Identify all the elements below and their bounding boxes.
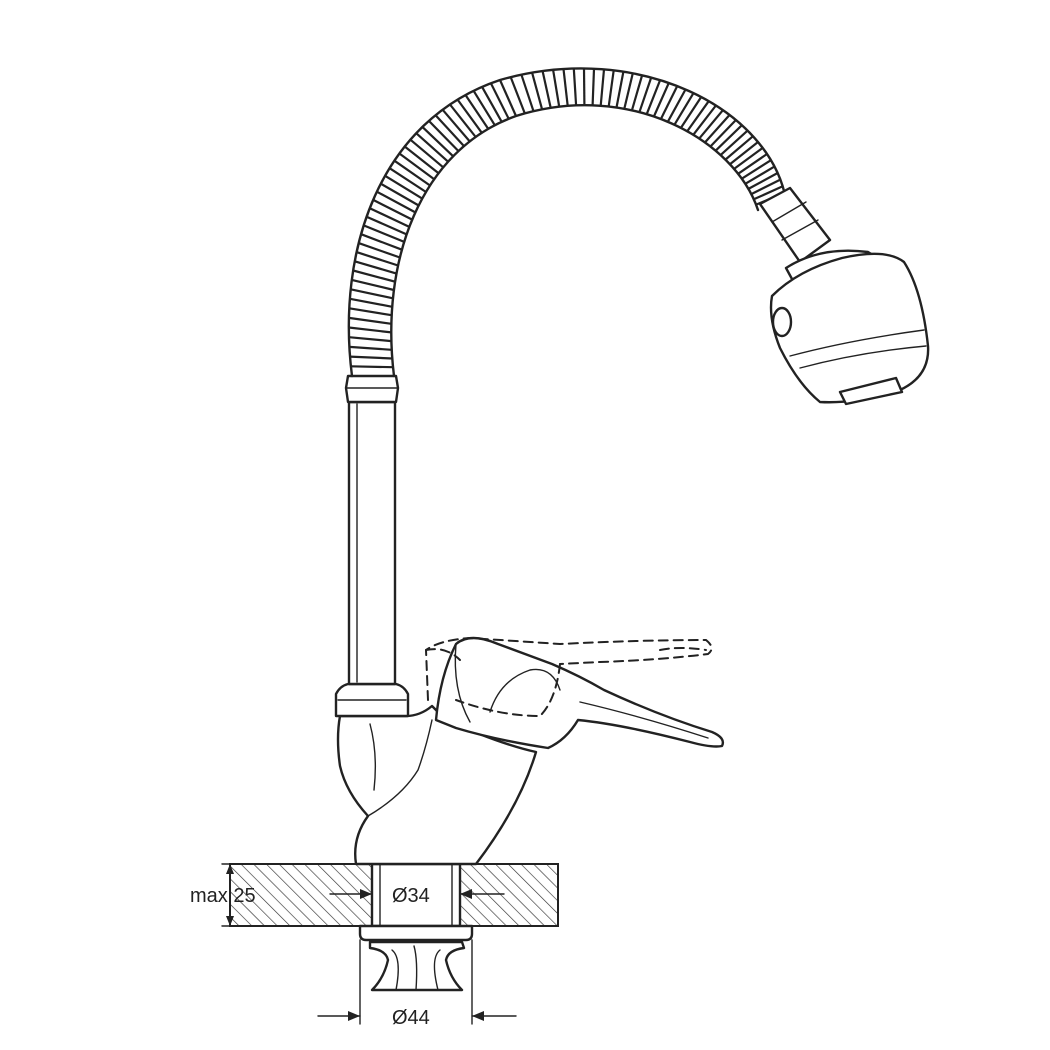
spout-rib [348, 336, 392, 343]
countertop-left [229, 863, 373, 927]
spout-rib [704, 114, 731, 144]
spout-rib [645, 79, 662, 115]
spray-head [758, 186, 930, 406]
spout-rib [441, 108, 471, 143]
spout-rib [744, 165, 775, 185]
spout-rib [464, 94, 490, 130]
spout-rib [388, 167, 427, 193]
spout-rib [692, 104, 717, 136]
spout-rib [666, 88, 687, 123]
spout-rib [352, 269, 396, 283]
lever-alternate-position [424, 636, 713, 718]
flexible-spout [347, 67, 788, 378]
spout-rib [350, 288, 394, 300]
spout-rib [356, 251, 399, 267]
spout-rib [349, 355, 393, 360]
spout-rib [354, 260, 397, 275]
arrowhead [472, 1011, 484, 1021]
riser-tube [344, 374, 400, 686]
mounting-nut [358, 924, 474, 992]
spout-rib [366, 215, 408, 236]
spout-rib [360, 233, 403, 251]
spout-rib [562, 68, 569, 107]
spout-rib [623, 73, 634, 110]
spout-rib [509, 76, 526, 114]
arrowhead [226, 864, 234, 874]
spout-rib [747, 172, 779, 190]
spout-rib [531, 72, 544, 110]
spout-rib [393, 159, 431, 187]
spout-rib [472, 90, 496, 126]
spout-rib [428, 120, 460, 152]
spout-rib [724, 135, 754, 161]
spout-rib [380, 182, 420, 207]
spout-rib [372, 198, 413, 221]
spout-rib [350, 365, 394, 369]
spout-rib [572, 68, 578, 106]
spout-rib [679, 96, 703, 129]
hole-diameter-dimension: Ø34 [329, 885, 505, 907]
base-diameter-label: Ø44 [392, 1007, 430, 1029]
spout-rib [358, 242, 401, 259]
spout-rib [709, 119, 737, 148]
spout-rib [348, 326, 392, 334]
spout-rib [349, 307, 392, 317]
spout-rib [481, 86, 503, 123]
spout-rib [750, 178, 781, 196]
spout-rib [599, 69, 606, 106]
spout-rib [659, 85, 679, 120]
arrowhead [460, 889, 472, 899]
spout-rib [733, 147, 764, 170]
hole-diameter-label: Ø34 [392, 885, 430, 907]
spout-rib [398, 152, 435, 181]
spout-rib [498, 79, 518, 117]
spout-rib [520, 74, 535, 112]
spout-rib [421, 126, 454, 158]
spout-rib [541, 70, 552, 109]
spout-rib [363, 224, 405, 243]
spout-rib [607, 70, 615, 107]
spout-rib [714, 124, 743, 152]
spout-rib [741, 159, 772, 180]
spout-rib [456, 98, 483, 134]
thickness-dimension: max 25 [190, 863, 259, 927]
base-diameter-dimension: Ø44 [317, 939, 517, 1029]
spout-rib [349, 345, 392, 351]
spout-rib [348, 316, 392, 325]
spout-rib [753, 185, 784, 201]
spout-rib [449, 103, 477, 138]
spout-rib [719, 129, 749, 156]
spout-rib [376, 190, 416, 214]
spout-rib [737, 153, 768, 175]
spout-rib [698, 109, 724, 140]
spout-rib [729, 141, 759, 166]
arrowhead [226, 916, 234, 926]
spout-rib [404, 145, 440, 175]
spout-rib [415, 132, 449, 163]
spout-rib [686, 100, 710, 132]
spout-rib [552, 69, 561, 107]
spout-rib [630, 74, 644, 111]
spout-rib [489, 82, 510, 120]
spout-rib [349, 297, 393, 308]
spout-rib [409, 138, 444, 169]
lever-handle [434, 636, 725, 750]
spout-rib [384, 174, 423, 200]
thickness-label: max 25 [190, 885, 256, 907]
spout-rib [351, 278, 395, 292]
countertop-right [459, 863, 559, 927]
spout-rib [369, 207, 410, 228]
faucet-body [334, 682, 538, 866]
spout-rib [673, 92, 695, 126]
spout-rib [638, 77, 653, 113]
spout-rib [434, 114, 465, 147]
arrowhead [360, 889, 372, 899]
spout-rib [652, 82, 670, 117]
arrowhead [348, 1011, 360, 1021]
spout-rib [591, 68, 596, 106]
spout-rib [615, 71, 625, 108]
